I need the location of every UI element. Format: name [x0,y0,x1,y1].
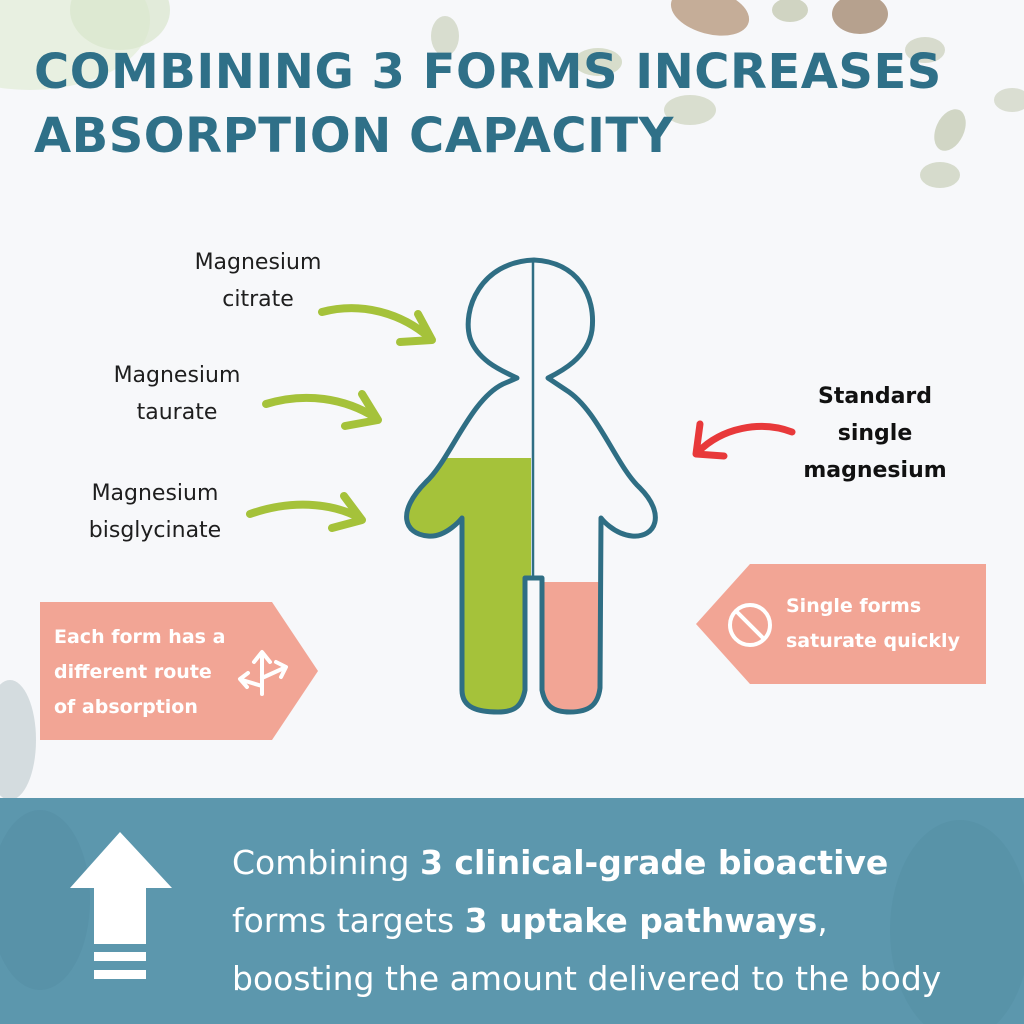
tag-line: saturate quickly [786,630,960,652]
label-line: Magnesium [194,250,322,275]
label-line: taurate [136,400,218,425]
red-arrow-icon [692,420,796,460]
label-line: citrate [222,287,294,312]
banner-text-part: Combining [232,843,420,882]
label-line: single [837,421,913,446]
label-line: magnesium [803,458,947,483]
page-title: COMBINING 3 FORMS INCREASES ABSORPTION C… [34,40,942,168]
green-arrow-icon [262,390,382,430]
green-arrow-icon [246,492,366,532]
label-magnesium-taurate: Magnesium taurate [105,357,249,431]
label-line: Magnesium [91,481,219,506]
tag-different-route: Each form has a different route of absor… [54,620,225,725]
green-fill [406,458,531,712]
label-magnesium-bisglycinate: Magnesium bisglycinate [80,475,230,549]
tag-line: Each form has a [54,626,226,648]
banner-text: Combining 3 clinical-grade bioactive form… [232,834,1012,1008]
label-line: bisglycinate [88,518,222,543]
label-standard-single-magnesium: Standard single magnesium [790,378,960,489]
tag-line: Single forms [786,595,922,617]
label-line: Magnesium [113,363,241,388]
right-tag-shape [696,564,986,684]
left-tag-shape [40,602,318,740]
body-outline [404,257,658,715]
banner-text-part: forms targets [232,901,465,940]
title-line-2: ABSORPTION CAPACITY [34,108,674,164]
label-line: Standard [817,384,933,409]
green-arrow-icon [318,304,436,346]
tag-saturate-quickly: Single forms saturate quickly [786,589,960,659]
pink-fill [531,582,651,712]
banner-text-part: , [817,901,828,940]
crossroads-arrows-icon [238,650,288,696]
prohibited-icon [728,603,772,647]
banner-text-part: boosting the amount delivered to the bod… [232,959,942,998]
tag-line: of absorption [54,696,198,718]
label-magnesium-citrate: Magnesium citrate [186,244,330,318]
banner-bold-clinical-grade: 3 clinical-grade bioactive [419,843,889,882]
banner-bold-uptake-pathways: 3 uptake pathways [464,901,818,940]
title-line-1: COMBINING 3 FORMS INCREASES [34,44,942,100]
tag-line: different route [54,661,212,683]
